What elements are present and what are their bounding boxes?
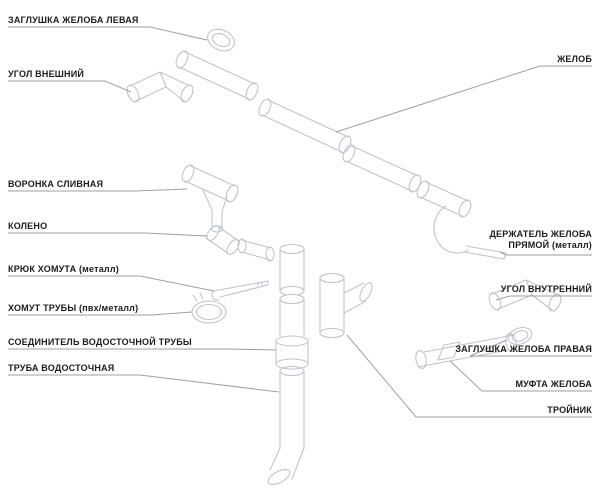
leader-outer-corner <box>8 80 132 93</box>
part-downpipe <box>267 243 305 485</box>
part-gutter-end-cap-right <box>507 326 533 346</box>
label-outer-corner: УГОЛ ВНЕШНИЙ <box>8 69 85 79</box>
label-downpipe-connector: СОЕДИНИТЕЛЬ ВОДОСТОЧНОЙ ТРУБЫ <box>8 337 192 347</box>
part-gutter-segment-right <box>342 144 422 193</box>
label-inner-corner: УГОЛ ВНУТРЕННИЙ <box>500 284 592 294</box>
part-gutter-segment-mid <box>258 98 352 154</box>
label-gutter-end-cap-left: ЗАГЛУШКА ЖЕЛОБА ЛЕВАЯ <box>8 15 139 25</box>
part-gutter-segment-bracketed <box>416 180 472 218</box>
part-drain-funnel <box>181 164 239 233</box>
label-downpipe: ТРУБА ВОДОСТОЧНАЯ <box>8 363 115 373</box>
label-elbow: КОЛЕНО <box>8 221 48 231</box>
part-inner-corner <box>488 279 562 312</box>
part-downpipe-connector <box>275 335 309 370</box>
leader-drain-funnel <box>8 188 188 192</box>
label-gutter-coupler: МУФТА ЖЕЛОБА <box>515 379 592 389</box>
part-pipe-clamp <box>191 292 227 324</box>
part-gutter-end-cap-left <box>207 28 235 52</box>
leader-gutter-bracket <box>499 251 592 256</box>
leader-pipe-clamp <box>8 311 193 316</box>
label-pipe-clamp: ХОМУТ ТРУБЫ (пвх/металл) <box>8 303 139 313</box>
part-gutter-coupler <box>437 341 461 361</box>
leader-gutter-end-cap-left <box>8 26 208 41</box>
part-elbow-upper <box>205 225 241 255</box>
label-tee: ТРОЙНИК <box>547 405 592 415</box>
label-gutter-bracket: ДЕРЖАТЕЛЬ ЖЕЛОБА ПРЯМОЙ (металл) <box>489 229 592 250</box>
part-gutter-segment-top <box>175 50 259 101</box>
leader-inner-corner <box>495 295 592 301</box>
part-elbow-lower <box>237 238 275 262</box>
label-clamp-hook: КРЮК ХОМУТА (металл) <box>8 264 119 274</box>
leader-downpipe <box>8 374 280 393</box>
label-drain-funnel: ВОРОНКА СЛИВНАЯ <box>8 179 104 189</box>
leader-clamp-hook <box>8 275 215 292</box>
part-tee <box>319 272 373 339</box>
part-outer-corner <box>126 71 194 103</box>
part-gutter-bracket <box>433 205 507 260</box>
leader-gutter-coupler <box>449 360 592 392</box>
part-gutter-segment-lower-right <box>415 333 517 369</box>
label-gutter: ЖЕЛОБ <box>557 54 592 64</box>
leader-elbow <box>8 232 208 237</box>
leader-tee <box>346 334 592 418</box>
leader-gutter <box>335 65 592 133</box>
leader-downpipe-connector <box>8 348 277 351</box>
label-gutter-end-cap-right: ЗАГЛУШКА ЖЕЛОБА ПРАВАЯ <box>455 344 592 354</box>
leader-gutter-end-cap-right <box>469 339 592 357</box>
part-clamp-hook <box>211 280 269 301</box>
